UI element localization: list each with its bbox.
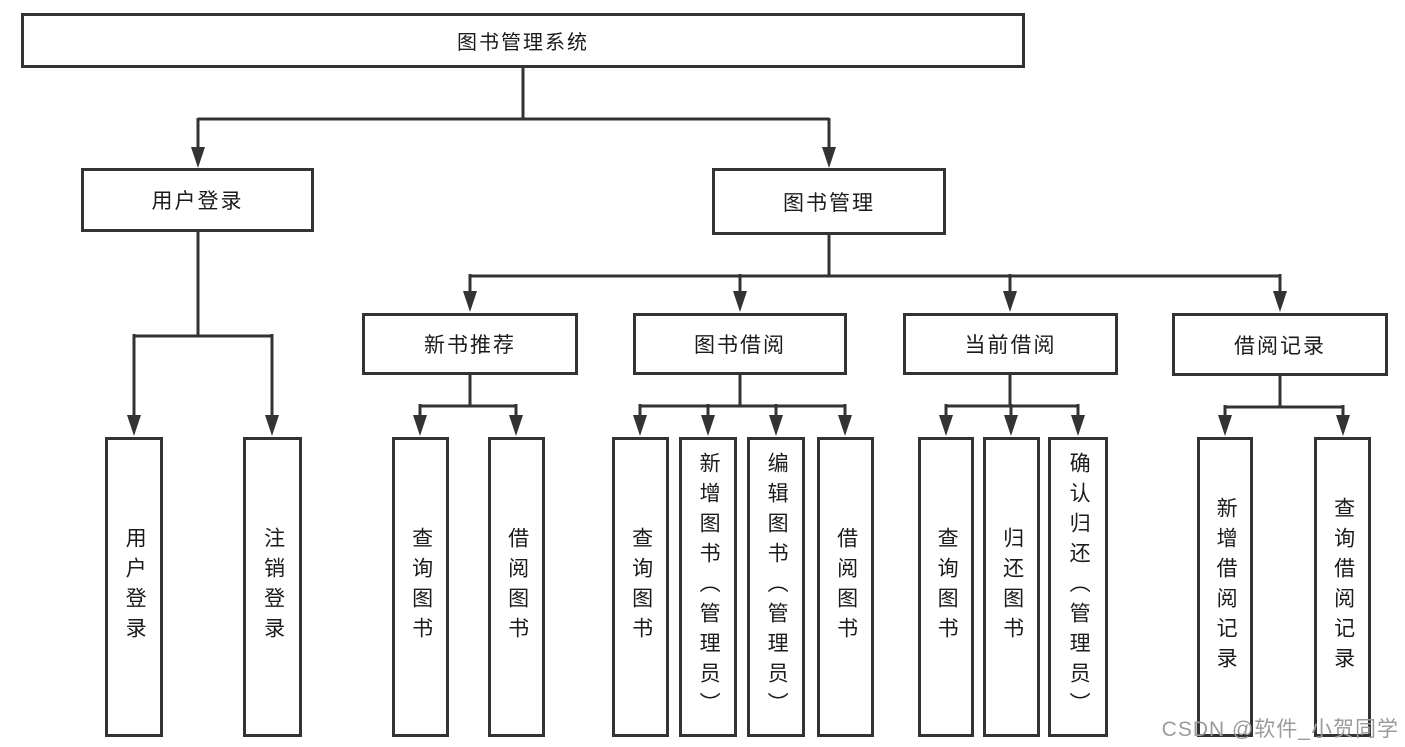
node-label: 查询图书 [629, 527, 653, 647]
node-label: 新增借阅记录 [1214, 497, 1238, 677]
node-label: 注销登录 [261, 527, 285, 647]
leaf-edit-books-admin: 编辑图书（管理员） [747, 437, 805, 737]
node-label: 用户登录 [123, 527, 147, 647]
node-label: 确认归还（管理员） [1067, 452, 1091, 722]
arrowhead-icons [127, 147, 1350, 436]
node-book-borrowing: 图书借阅 [633, 313, 847, 375]
leaf-add-books-admin: 新增图书（管理员） [679, 437, 737, 737]
leaf-query-books-bb: 查询图书 [612, 437, 669, 737]
node-new-book-recommendation: 新书推荐 [362, 313, 578, 375]
leaf-query-books-rec: 查询图书 [392, 437, 449, 737]
leaf-add-borrow-record: 新增借阅记录 [1197, 437, 1253, 737]
node-label: 图书管理 [783, 191, 875, 215]
leaf-confirm-return-admin: 确认归还（管理员） [1048, 437, 1108, 737]
node-current-borrowing: 当前借阅 [903, 313, 1118, 375]
node-label: 当前借阅 [964, 334, 1057, 357]
leaf-query-borrow-record: 查询借阅记录 [1314, 437, 1371, 737]
node-label: 查询图书 [409, 527, 433, 647]
node-label: 借阅图书 [834, 527, 858, 647]
node-label: 新增图书（管理员） [697, 452, 721, 722]
node-label: 编辑图书（管理员） [765, 452, 789, 722]
node-label: 图书管理系统 [457, 32, 589, 54]
leaf-borrow-books-bb: 借阅图书 [817, 437, 874, 737]
node-label: 查询借阅记录 [1331, 497, 1355, 677]
node-label: 借阅图书 [505, 527, 529, 647]
node-label: 用户登录 [151, 190, 244, 213]
node-label: 查询图书 [935, 527, 959, 647]
leaf-query-books-cb: 查询图书 [918, 437, 974, 737]
node-book-management: 图书管理 [712, 168, 946, 235]
node-label: 借阅记录 [1234, 334, 1326, 358]
node-user-login: 用户登录 [81, 168, 314, 232]
node-label: 新书推荐 [424, 334, 516, 357]
node-library-management-system: 图书管理系统 [21, 13, 1025, 68]
leaf-logout: 注销登录 [243, 437, 302, 737]
watermark: CSDN @软件_小贺同学 [1161, 718, 1399, 741]
node-borrowing-records: 借阅记录 [1172, 313, 1388, 376]
node-label: 图书借阅 [694, 334, 786, 357]
leaf-user-login: 用户登录 [105, 437, 163, 737]
node-label: 归还图书 [1000, 527, 1024, 647]
leaf-return-books: 归还图书 [983, 437, 1040, 737]
leaf-borrow-books-rec: 借阅图书 [488, 437, 545, 737]
